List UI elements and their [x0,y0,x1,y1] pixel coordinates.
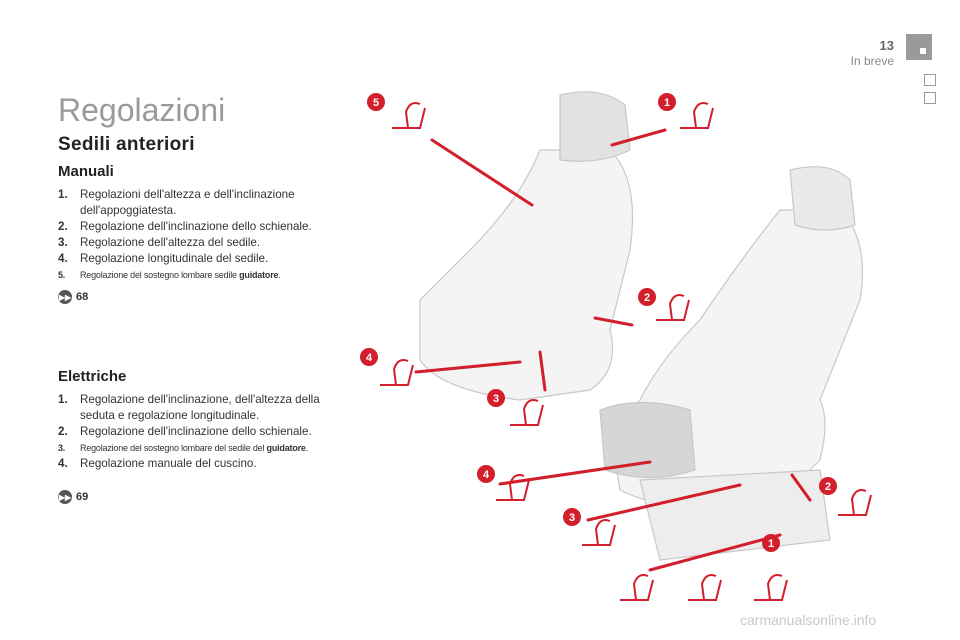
callout-number: 1 [664,97,670,109]
arrow-right-icon: ▶▶ [58,490,72,504]
seat-pictogram-icon [754,574,788,601]
seat-pictogram-icon [838,489,872,516]
seat-pictogram-icon [582,519,616,546]
seat-illustration: 5 1 2 4 3 4 3 1 2 [360,91,872,601]
callout-number: 3 [493,393,499,405]
callout-marker [658,93,676,111]
seat-pictogram-icon [496,474,530,501]
section-subtitle: Sedili anteriori [58,134,195,155]
callout-number: 3 [569,512,575,524]
callout-number: 1 [768,538,774,550]
callout-marker [367,93,385,111]
page-title: Regolazioni [58,92,226,128]
callout-marker [360,348,378,366]
callout-marker [487,389,505,407]
list-item: 4.Regolazione manuale del cuscino. [58,457,257,470]
callout-marker [762,534,780,552]
seat-pictogram-icon [620,574,654,601]
page-reference-link[interactable]: ▶▶ 69 [58,490,89,504]
section-tab[interactable] [924,74,936,86]
manuali-heading: Manuali [58,163,114,180]
list-item: 1.Regolazione dell'inclinazione, dell'al… [58,393,320,422]
seat-pictogram-icon [680,102,714,129]
seat-pictogram-icon [392,102,426,129]
seat-pictogram-icon [380,359,414,386]
elettriche-list: 1.Regolazione dell'inclinazione, dell'al… [58,392,338,472]
page-number: 13 [879,38,894,53]
callout-marker [563,508,581,526]
seat-pictogram-icon [656,294,690,321]
callout-number: 4 [483,469,490,481]
list-item: 5.Regolazione del sostegno lombare sedil… [58,270,281,280]
elettriche-heading: Elettriche [58,368,127,385]
section-label: In breve [850,54,894,68]
page-reference-link[interactable]: ▶▶ 68 [58,290,89,304]
callout-number: 2 [825,481,831,493]
section-tab[interactable] [924,92,936,104]
callout-marker [638,288,656,306]
section-tab-active[interactable] [906,34,932,60]
list-item: 2.Regolazione dell'inclinazione dello sc… [58,425,312,438]
arrow-right-icon: ▶▶ [58,290,72,304]
callout-marker [477,465,495,483]
callout-number: 5 [373,97,379,109]
seat-pictogram-icon [510,399,544,426]
callout-marker [819,477,837,495]
list-item: 1.Regolazioni dell'altezza e dell'inclin… [58,188,295,217]
manuali-list: 1.Regolazioni dell'altezza e dell'inclin… [58,187,338,283]
list-item: 2.Regolazione dell'inclinazione dello sc… [58,220,312,233]
callout-number: 4 [366,352,373,364]
callout-number: 2 [644,292,650,304]
list-item: 3.Regolazione dell'altezza del sedile. [58,236,261,249]
seat-pictogram-icon [688,574,722,601]
list-item: 3.Regolazione del sostegno lombare del s… [58,443,309,453]
watermark: carmanualsonline.info [740,612,877,628]
list-item: 4.Regolazione longitudinale del sedile. [58,252,269,265]
